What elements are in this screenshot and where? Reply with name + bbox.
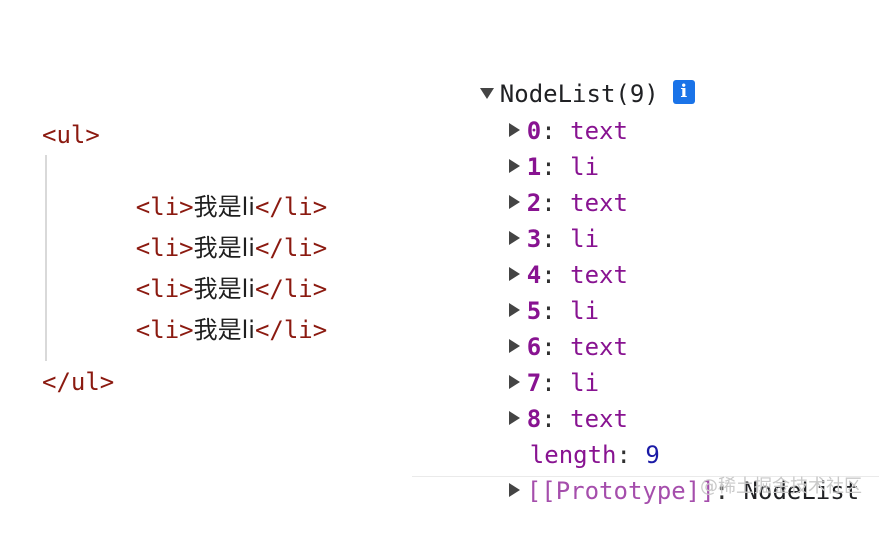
item-index: 1 [526, 153, 542, 181]
list-item[interactable]: 3: li [451, 188, 599, 253]
li-text: 我是li [193, 316, 255, 344]
item-index: 0 [526, 117, 542, 145]
item-value: li [570, 297, 600, 325]
prototype-value: NodeList [743, 477, 860, 505]
expand-right-icon[interactable] [508, 267, 520, 281]
expand-right-icon[interactable] [508, 375, 520, 389]
item-value: text [570, 261, 628, 289]
indent-guide [45, 155, 47, 361]
item-index: 3 [526, 225, 542, 253]
item-index: 5 [526, 297, 542, 325]
li-close-tag: </li> [254, 234, 328, 262]
li-open-tag: <li> [135, 316, 194, 344]
li-line-4: <li>我是li</li> [78, 285, 327, 375]
li-line-2: <li>我是li</li> [78, 203, 327, 293]
li-text: 我是li [193, 234, 255, 262]
expand-right-icon[interactable] [508, 303, 520, 317]
li-open-tag: <li> [135, 234, 194, 262]
length-value: 9 [645, 441, 660, 469]
info-icon[interactable]: i [672, 80, 695, 104]
item-value: text [570, 189, 628, 217]
prototype-row[interactable]: [[Prototype]]: NodeList [451, 440, 859, 505]
li-text: 我是li [193, 193, 255, 221]
list-item[interactable]: 1: li [451, 116, 599, 181]
item-index: 4 [526, 261, 542, 289]
watermark: @稀土掘金技术社区 [700, 476, 862, 497]
list-item[interactable]: 5: li [451, 260, 599, 325]
expand-right-icon[interactable] [508, 411, 520, 425]
expand-right-icon[interactable] [508, 159, 520, 173]
length-property: length: 9 [529, 441, 660, 469]
item-value: text [570, 333, 628, 361]
nodelist-header[interactable]: NodeList(9) i [422, 43, 695, 108]
li-text: 我是li [193, 275, 255, 303]
list-item[interactable]: 6: text [451, 296, 628, 361]
item-index: 7 [526, 369, 542, 397]
nodelist-label: NodeList(9) [499, 80, 659, 108]
expand-right-icon[interactable] [508, 195, 520, 209]
item-value: text [570, 117, 628, 145]
list-item[interactable]: 2: text [451, 152, 628, 217]
html-code-snippet: <ul> <li>我是li</li> <li>我是li</li> <li>我是l… [0, 0, 400, 510]
li-close-tag: </li> [254, 316, 328, 344]
expand-right-icon[interactable] [508, 483, 520, 497]
item-index: 6 [526, 333, 542, 361]
li-open-tag: <li> [135, 275, 194, 303]
ul-open-tag: <ul> [42, 121, 100, 149]
devtools-console-output: NodeList(9) i 0: text 1: li 2: text 3: li… [412, 38, 879, 505]
item-value: li [570, 225, 600, 253]
li-close-tag: </li> [254, 193, 328, 221]
ul-close-tag: </ul> [42, 368, 115, 396]
item-value: li [570, 369, 600, 397]
list-item[interactable]: 7: li [451, 332, 599, 397]
li-open-tag: <li> [135, 193, 194, 221]
item-value: li [570, 153, 600, 181]
length-key: length [529, 441, 617, 469]
expand-down-icon[interactable] [479, 87, 494, 99]
item-index: 8 [526, 405, 542, 433]
li-line-3: <li>我是li</li> [78, 244, 327, 334]
list-item[interactable]: 8: text [451, 368, 628, 433]
li-line-1: <li>我是li</li> [78, 162, 327, 252]
li-close-tag: </li> [254, 275, 328, 303]
console-divider [412, 476, 879, 477]
list-item[interactable]: 4: text [451, 224, 628, 289]
item-index: 2 [526, 189, 542, 217]
expand-right-icon[interactable] [508, 339, 520, 353]
expand-right-icon[interactable] [508, 231, 520, 245]
prototype-key: [[Prototype]] [526, 477, 715, 505]
expand-right-icon[interactable] [508, 123, 520, 137]
item-value: text [570, 405, 628, 433]
list-item[interactable]: 0: text [451, 80, 628, 145]
